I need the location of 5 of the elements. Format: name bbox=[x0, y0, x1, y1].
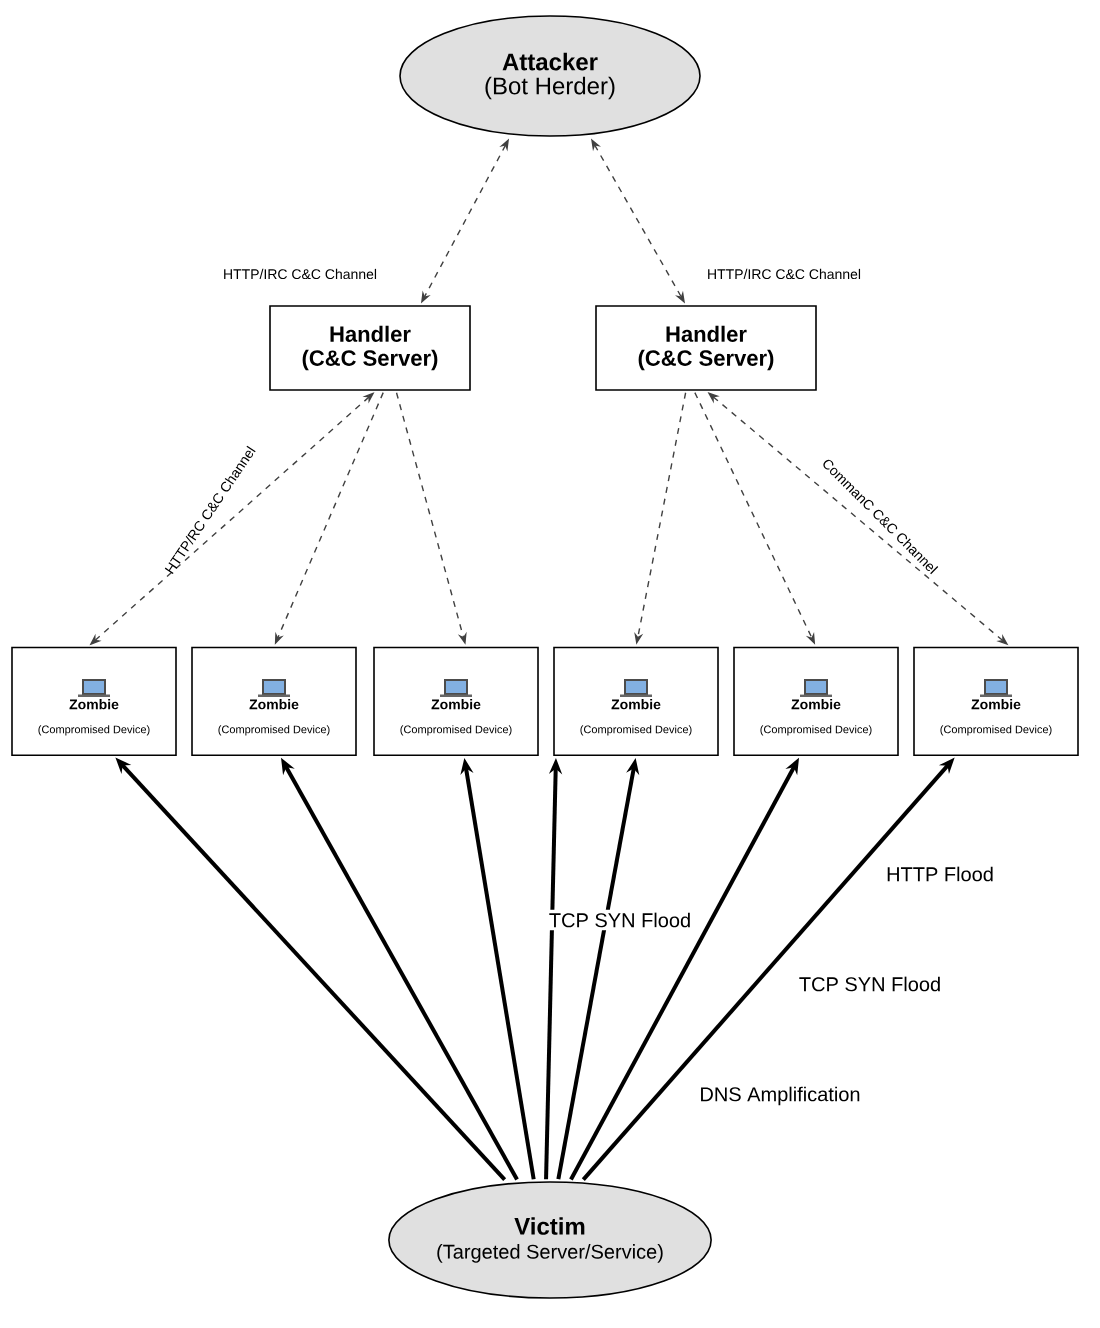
handler-box: Handler (C&C Server) bbox=[595, 305, 817, 391]
handler-box: Handler (C&C Server) bbox=[269, 305, 471, 391]
attack-label: TCP SYN Flood bbox=[799, 976, 940, 992]
attack-label: HTTP Flood bbox=[887, 866, 993, 882]
attack-label: DNS Amplification bbox=[701, 1086, 860, 1106]
